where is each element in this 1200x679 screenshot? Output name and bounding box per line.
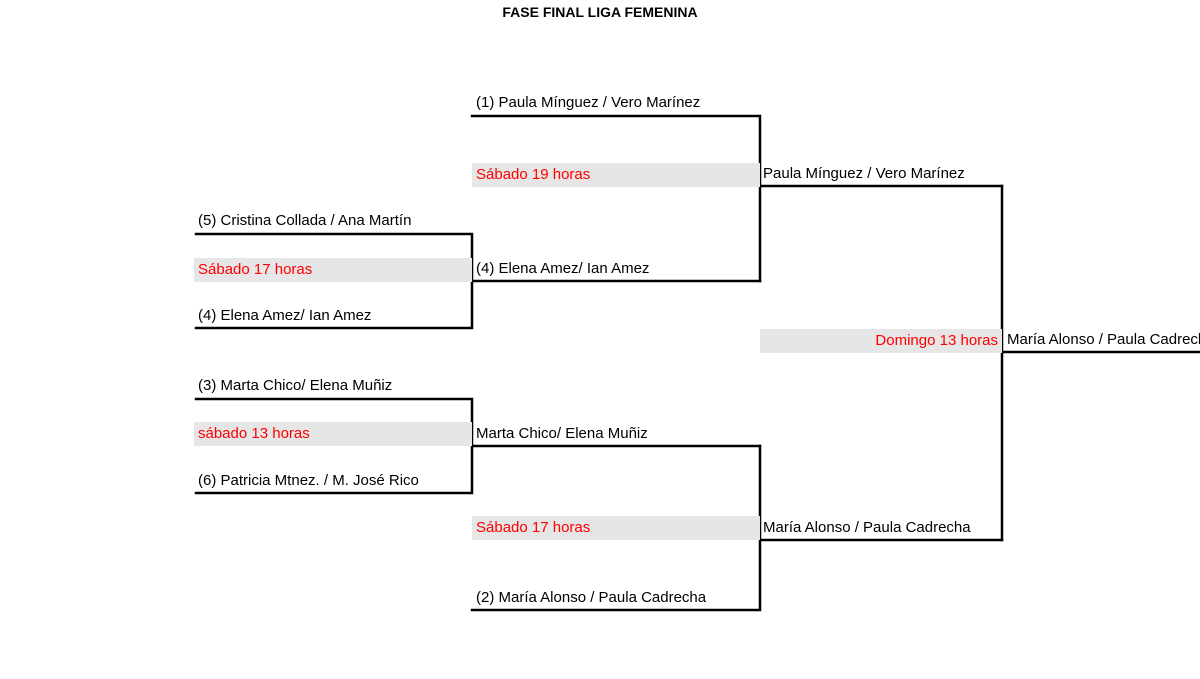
sf-b-team-top: Marta Chico/ Elena Muñiz	[476, 425, 648, 442]
sf-b-schedule: Sábado 17 horas	[472, 516, 760, 540]
bracket-r1-match-a	[194, 232, 762, 330]
r1-a-team-bottom: (4) Elena Amez/ Ian Amez	[198, 307, 372, 324]
r1-a-team-top: (5) Cristina Collada / Ana Martín	[198, 212, 412, 229]
r1-b-schedule: sábado 13 horas	[194, 422, 472, 446]
r1-b-team-top: (3) Marta Chico/ Elena Muñiz	[198, 377, 393, 394]
final-team-bottom: María Alonso / Paula Cadrecha	[763, 519, 971, 536]
bracket-r1-match-b	[194, 397, 762, 495]
bracket-final	[1000, 184, 1200, 542]
sf-a-team-top: (1) Paula Mínguez / Vero Marínez	[476, 94, 701, 111]
bracket-sf-match-a	[470, 114, 1004, 283]
sf-a-schedule: Sábado 19 horas	[472, 163, 760, 187]
r1-b-team-bottom: (6) Patricia Mtnez. / M. José Rico	[198, 472, 419, 489]
sf-b-team-bottom: (2) María Alonso / Paula Cadrecha	[476, 589, 707, 606]
final-schedule: Domingo 13 horas	[760, 329, 1002, 353]
final-team-top: Paula Mínguez / Vero Marínez	[763, 165, 965, 182]
bracket-sf-match-b	[470, 444, 1004, 612]
page-title: FASE FINAL LIGA FEMENINA	[502, 4, 698, 20]
sf-a-team-bottom: (4) Elena Amez/ Ian Amez	[476, 260, 650, 277]
champion-name: María Alonso / Paula Cadrecha	[1007, 331, 1200, 348]
r1-a-schedule: Sábado 17 horas	[194, 258, 472, 282]
